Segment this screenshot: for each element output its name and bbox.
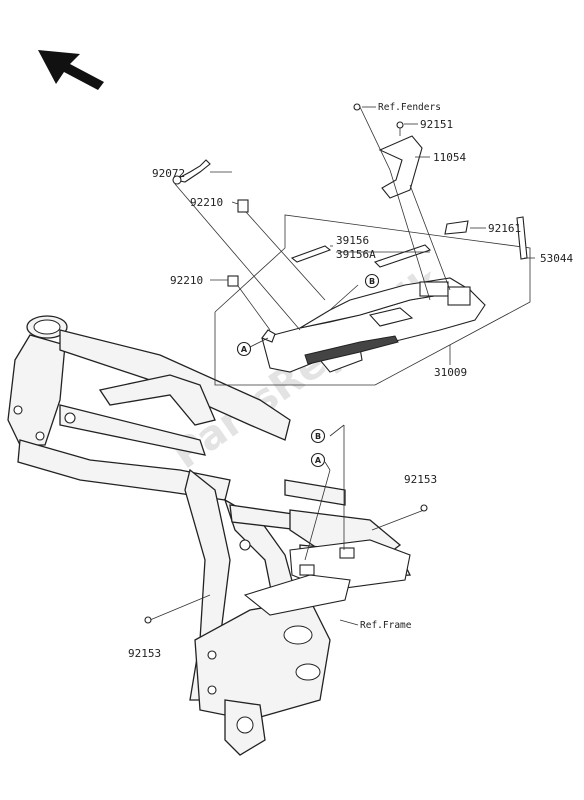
label-92210-mid: 92210 xyxy=(170,274,203,287)
label-ref-frame: Ref.Frame xyxy=(360,620,412,631)
label-92210-top: 92210 xyxy=(190,196,223,209)
label-39156: 39156 xyxy=(336,234,369,247)
part-39156-pad xyxy=(290,245,332,263)
part-92210-mid-clip xyxy=(227,275,239,287)
marker-a-frame: A xyxy=(310,452,326,468)
arrow-up-left-icon xyxy=(38,50,104,90)
part-92153-left-bolt xyxy=(144,616,152,624)
svg-text:A: A xyxy=(315,456,322,465)
marker-b-top: B xyxy=(364,273,380,289)
svg-text:B: B xyxy=(315,432,321,441)
label-31009: 31009 xyxy=(434,366,467,379)
label-92153-right: 92153 xyxy=(404,473,437,486)
label-92153-left: 92153 xyxy=(128,647,161,660)
assembly-outline xyxy=(214,214,531,386)
part-92153-right-bolt xyxy=(420,504,428,512)
label-ref-fenders: Ref.Fenders xyxy=(378,102,441,113)
part-11054-bracket xyxy=(378,135,423,199)
svg-text:B: B xyxy=(369,277,375,286)
part-92210-top-clip xyxy=(237,199,249,213)
label-53044: 53044 xyxy=(540,252,573,265)
part-92072-clamp xyxy=(172,159,211,185)
label-92151: 92151 xyxy=(420,118,453,131)
marker-a-top: A xyxy=(236,341,252,357)
marker-b-frame: B xyxy=(310,428,326,444)
leader-lines xyxy=(149,106,535,626)
label-39156a: 39156A xyxy=(336,248,376,261)
main-frame xyxy=(7,315,412,756)
part-92151-bolt xyxy=(396,121,404,136)
part-92161-pad xyxy=(444,220,469,235)
part-39156a-pad xyxy=(373,244,432,268)
label-11054: 11054 xyxy=(433,151,466,164)
svg-text:A: A xyxy=(241,345,248,354)
label-92072: 92072 xyxy=(152,167,185,180)
ref-fenders-bolt xyxy=(353,103,361,111)
label-92161: 92161 xyxy=(488,222,521,235)
